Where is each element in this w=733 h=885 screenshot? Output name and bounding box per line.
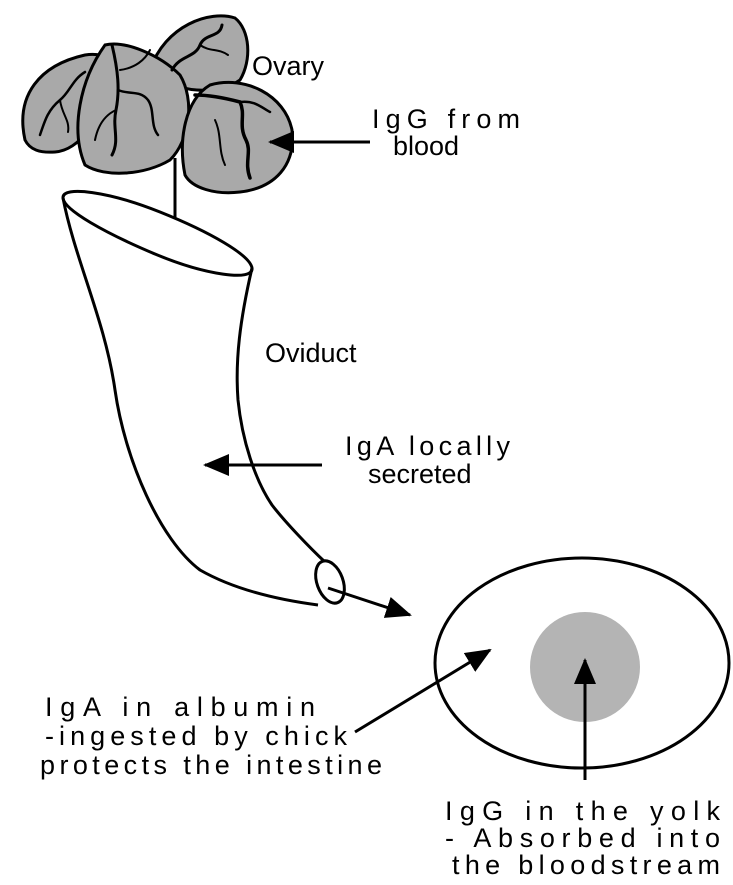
oviduct-opening: [310, 557, 349, 607]
label-igg-yolk-line1: IgG in the yolk: [445, 796, 721, 826]
label-ovary: Ovary: [252, 51, 325, 81]
label-igg-yolk-line3: the bloodstream: [452, 850, 720, 880]
label-iga-secreted-line2: secreted: [368, 459, 472, 489]
label-iga-secreted-line1: IgA locally: [345, 431, 511, 461]
label-igg-blood-line1: IgG from: [372, 104, 520, 134]
oviduct-funnel-rim: [63, 191, 252, 275]
label-oviduct: Oviduct: [265, 338, 357, 368]
label-igg-yolk-line2: - Absorbed into: [445, 823, 720, 853]
ovary-lobe-right: [182, 82, 292, 192]
label-iga-albumin-line1: IgA in albumin: [45, 692, 315, 722]
egg: [435, 558, 729, 768]
label-iga-albumin-line2: -ingested by chick: [45, 721, 348, 751]
oviduct: [63, 191, 350, 607]
label-igg-blood-line2: blood: [393, 131, 459, 161]
ovary: [23, 16, 293, 193]
label-iga-albumin-line3: protects the intestine: [40, 750, 382, 780]
